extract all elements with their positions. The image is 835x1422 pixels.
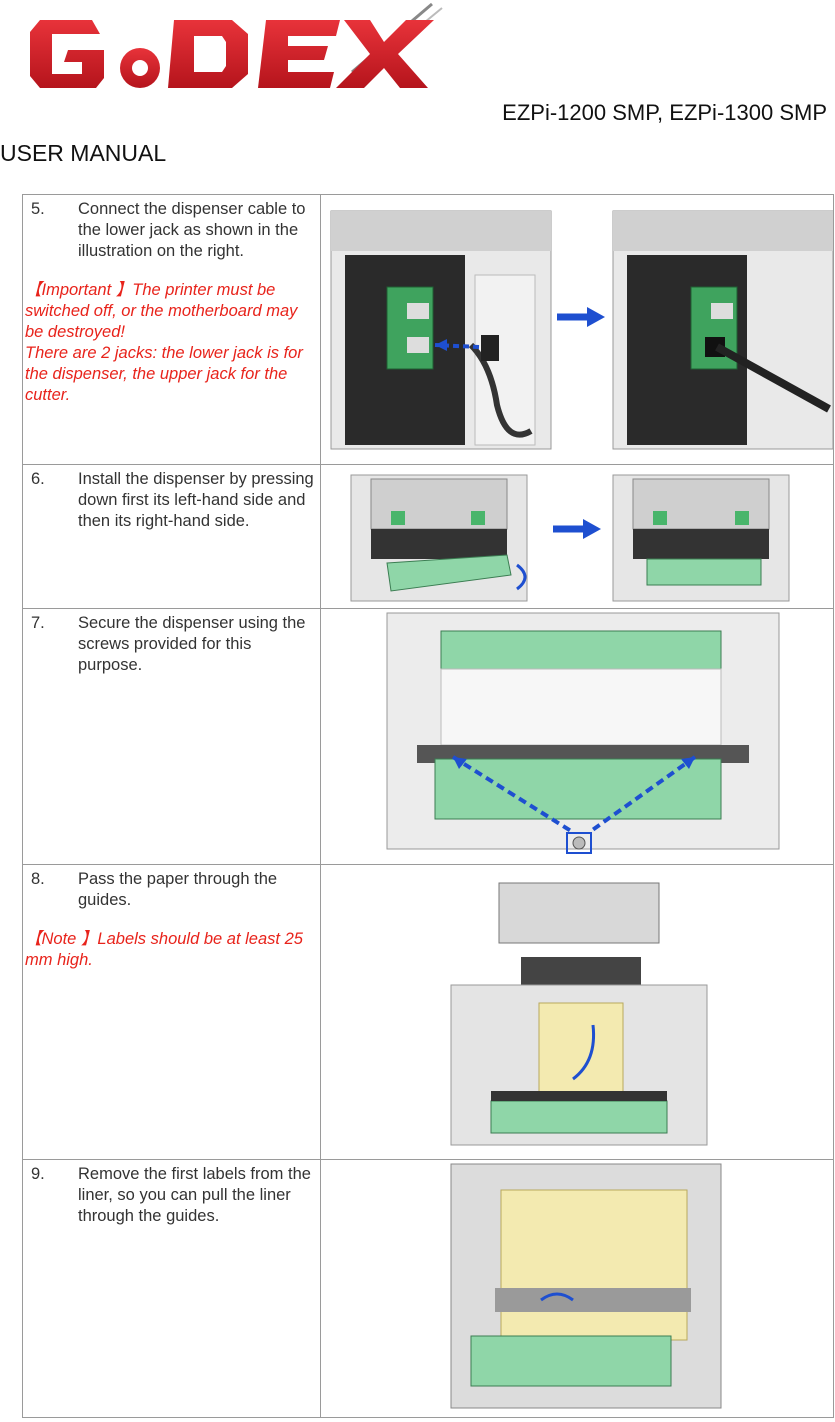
step-text: Remove the first labels from the liner, … xyxy=(78,1165,311,1225)
godex-logo-graphic xyxy=(30,2,443,88)
step-image-cell xyxy=(320,864,834,1160)
godex-logo xyxy=(22,2,462,120)
step-text: Connect the dispenser cable to the lower… xyxy=(78,200,306,260)
step-text-cell: 8. Pass the paper through the guides. 【N… xyxy=(22,864,321,1160)
step-row-7: 7. Secure the dispenser using the screws… xyxy=(22,608,834,865)
model-title: EZPi-1200 SMP, EZPi-1300 SMP xyxy=(502,100,827,125)
step-image-cell xyxy=(320,1159,834,1418)
step-text: Pass the paper through the guides. xyxy=(78,870,278,909)
label-height-note: 【Note 】Labels should be at least 25 mm h… xyxy=(25,930,303,969)
step-text-cell: 5. Connect the dispenser cable to the lo… xyxy=(22,194,321,465)
step-row-8: 8. Pass the paper through the guides. 【N… xyxy=(22,864,834,1160)
step-number: 6. xyxy=(31,470,45,488)
cable-connection-illustration xyxy=(330,210,834,450)
step-row-5: 5. Connect the dispenser cable to the lo… xyxy=(22,194,834,465)
step-image-cell xyxy=(320,464,834,609)
dispenser-install-illustration xyxy=(350,474,790,602)
manual-label: USER MANUAL xyxy=(0,140,167,166)
paper-guides-illustration xyxy=(450,882,708,1146)
step-text: Install the dispenser by pressing down f… xyxy=(78,470,314,530)
step-text-cell: 9. Remove the first labels from the line… xyxy=(22,1159,321,1418)
step-text-cell: 6. Install the dispenser by pressing dow… xyxy=(22,464,321,609)
step-row-6: 6. Install the dispenser by pressing dow… xyxy=(22,464,834,609)
step-number: 7. xyxy=(31,614,45,632)
important-note: 【Important 】The printer must be switched… xyxy=(25,281,303,404)
step-image-cell xyxy=(320,194,834,465)
step-text: Secure the dispenser using the screws pr… xyxy=(78,614,306,674)
step-image-cell xyxy=(320,608,834,865)
step-number: 8. xyxy=(31,870,45,888)
step-number: 5. xyxy=(31,200,45,218)
step-row-9: 9. Remove the first labels from the line… xyxy=(22,1159,834,1418)
screw-secure-illustration xyxy=(386,612,780,854)
step-number: 9. xyxy=(31,1165,45,1183)
instruction-table: 5. Connect the dispenser cable to the lo… xyxy=(22,194,834,1418)
liner-through-guides-illustration xyxy=(450,1163,722,1409)
step-text-cell: 7. Secure the dispenser using the screws… xyxy=(22,608,321,865)
